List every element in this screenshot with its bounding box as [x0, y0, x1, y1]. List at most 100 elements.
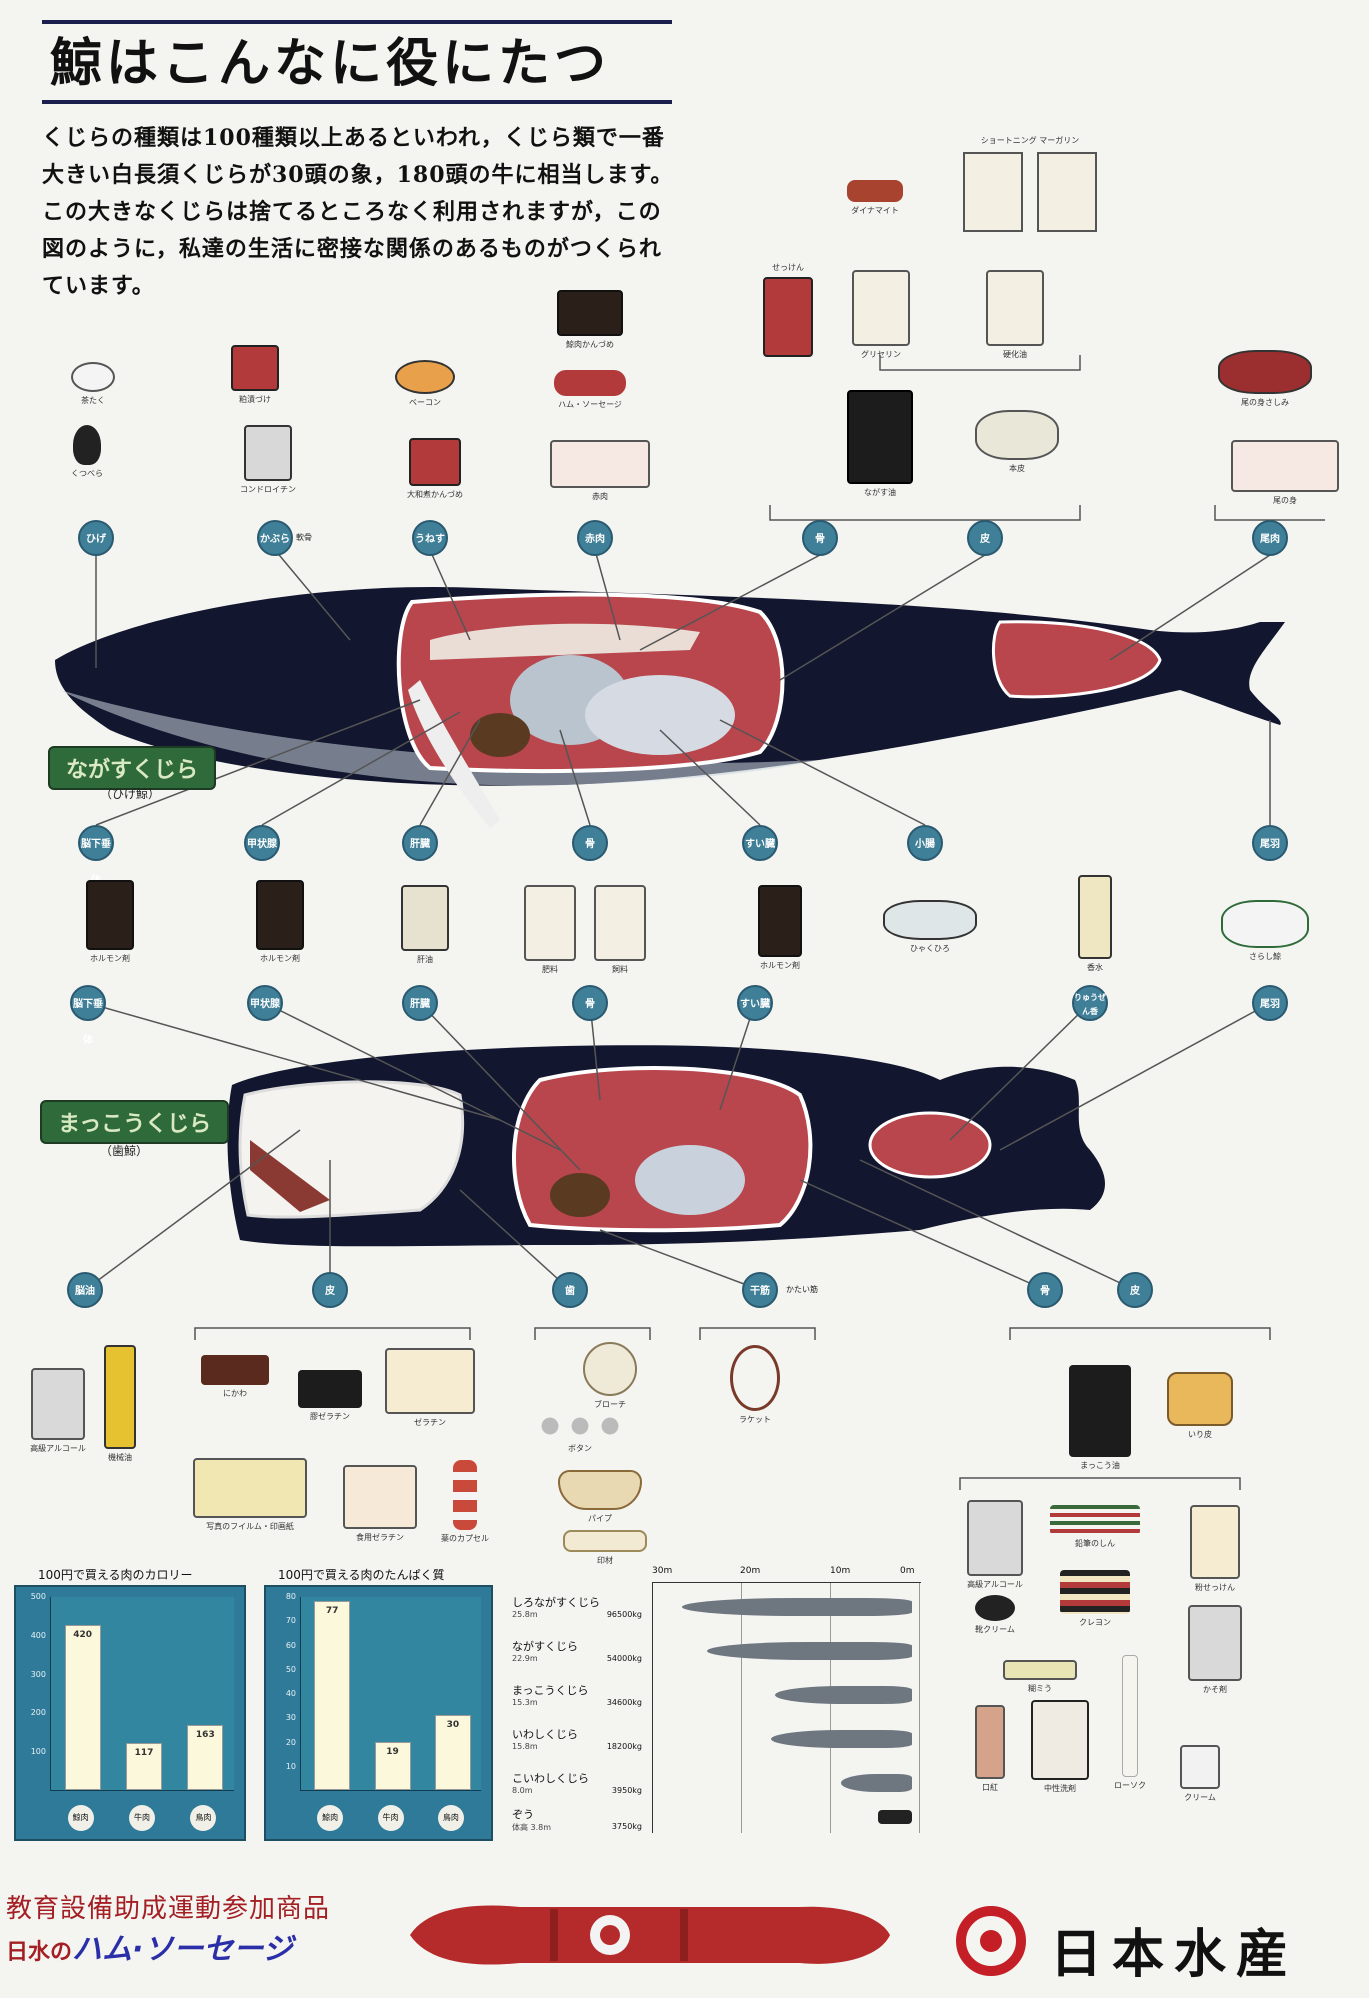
item-tail-sashimi: 尾の身さしみ	[1210, 350, 1320, 408]
category-label: 牛肉	[377, 1805, 404, 1831]
node-fin-pancreas[interactable]: すい臓	[742, 825, 778, 861]
saucer-icon	[71, 362, 115, 392]
intro-paragraph: くじらの種類は100種類以上あるといわれ，くじら類で一番大きい白長須くじらが30…	[42, 125, 674, 299]
item-chondroitin: コンドロイチン	[228, 425, 308, 495]
oil-drum-icon	[847, 390, 913, 484]
node-fin-bone-2[interactable]: 骨	[572, 825, 608, 861]
bar-鯨肉: 77	[314, 1601, 351, 1790]
fin-kabura-note: 軟骨	[296, 533, 312, 542]
node-sperm-pituitary[interactable]: 脳下垂体	[70, 985, 106, 1046]
node-sperm-skin-2[interactable]: 皮	[1117, 1272, 1153, 1308]
size-axis-tick: 30m	[652, 1566, 673, 1576]
plate-icon	[975, 410, 1059, 460]
node-fin-skin[interactable]: 皮	[967, 520, 1003, 556]
item-food-gelatin: 食用ゼラチン	[335, 1465, 425, 1543]
node-fin-bone[interactable]: 骨	[802, 520, 838, 556]
node-fin-pituitary[interactable]: 脳下垂体	[78, 825, 114, 886]
y-tick-label: 80	[285, 1592, 296, 1601]
film-box-icon	[193, 1458, 307, 1518]
chart-calorie-plot: 420 117 163	[50, 1597, 234, 1791]
item-candle: ローソク	[1100, 1655, 1160, 1791]
jar-icon	[244, 425, 292, 481]
node-fin-thyroid[interactable]: 甲状腺	[244, 825, 280, 861]
node-sperm-thyroid[interactable]: 甲状腺	[247, 985, 283, 1021]
item-capsules: 薬のカプセル	[430, 1460, 500, 1544]
y-tick-label: 400	[30, 1630, 46, 1640]
sperm-whale-drawing	[227, 1045, 1105, 1247]
y-tick-label: 40	[285, 1689, 296, 1698]
whale-silhouette	[770, 1730, 912, 1748]
node-sperm-pancreas[interactable]: すい臓	[737, 985, 773, 1021]
node-sperm-tail-fin[interactable]: 尾羽	[1252, 985, 1288, 1021]
item-shortening: ショートニング マーガリン	[960, 135, 1100, 232]
item-crayon: クレヨン	[1050, 1570, 1140, 1628]
whale-silhouette	[681, 1598, 912, 1616]
item-yamato-ni: 大和煮かんづめ	[390, 438, 480, 500]
footer-campaign: 教育設備助成運動参加商品	[6, 1894, 331, 1924]
item-liver-oil: 肝油	[375, 885, 475, 965]
node-fin-unesu[interactable]: うねす	[412, 520, 448, 556]
item-hormone-2: ホルモン剤	[230, 880, 330, 964]
size-axis-tick: 0m	[900, 1566, 915, 1576]
plate-icon	[883, 900, 977, 940]
node-fin-baleen[interactable]: ひげ	[78, 520, 114, 556]
node-fin-tail-meat[interactable]: 尾肉	[1252, 520, 1288, 556]
plate-icon	[1218, 350, 1312, 394]
whale-silhouette	[840, 1774, 912, 1792]
item-hormone-3: ホルモン剤	[730, 885, 830, 971]
node-sperm-ambergris[interactable]: りゅうぜん香	[1072, 985, 1108, 1021]
node-sperm-dried-tendon[interactable]: 干筋	[742, 1272, 778, 1308]
node-fin-tail-fin[interactable]: 尾羽	[1252, 825, 1288, 861]
size-grid	[652, 1582, 921, 1833]
category-label: 鳥肉	[190, 1805, 217, 1831]
item-nagasu-oil: ながす油	[840, 390, 920, 498]
item-glycerin: グリセリン	[846, 270, 916, 360]
bottle-icon	[758, 885, 802, 957]
item-racket: ラケット	[700, 1345, 810, 1425]
fried-skin-icon	[1167, 1372, 1233, 1426]
title-bottom-rule	[42, 100, 672, 104]
node-sperm-liver[interactable]: 肝臓	[402, 985, 438, 1021]
bar-牛肉: 117	[126, 1742, 162, 1790]
y-tick-label: 300	[30, 1669, 46, 1679]
node-sperm-bone[interactable]: 骨	[572, 985, 608, 1021]
box-icon	[1231, 440, 1339, 492]
size-axis-tick: 10m	[830, 1566, 851, 1576]
pipe-icon	[558, 1470, 642, 1510]
shoehorn-icon	[73, 425, 101, 465]
footer-product-name: ハム·ソーセージ	[72, 1932, 293, 1967]
item-red-meat: 赤肉	[545, 440, 655, 502]
node-sperm-teeth[interactable]: 歯	[552, 1272, 588, 1308]
lipstick-icon	[975, 1705, 1005, 1779]
footer-product: 日水のハム·ソーセージ	[6, 1924, 293, 1968]
title-top-rule	[42, 20, 672, 24]
category-label: 牛肉	[129, 1805, 155, 1831]
bar-value-label: 163	[195, 1729, 215, 1740]
sperm-whale-sublabel: （歯鯨）	[100, 1144, 149, 1158]
y-tick-label: 10	[285, 1761, 296, 1771]
node-fin-red-meat[interactable]: 赤肉	[577, 520, 613, 556]
y-tick-label: 500	[30, 1592, 46, 1601]
tube-icon	[1003, 1660, 1077, 1680]
node-fin-liver[interactable]: 肝臓	[402, 825, 438, 861]
bag-icon	[524, 885, 576, 961]
bar-value-label: 19	[386, 1746, 399, 1757]
item-kasuzuke: 粕漬づけ	[220, 345, 290, 405]
button-icon	[535, 1412, 625, 1440]
node-sperm-bone-2[interactable]: 骨	[1027, 1272, 1063, 1308]
node-sperm-head-oil[interactable]: 脳油	[67, 1272, 103, 1308]
bar-鯨肉: 420	[64, 1625, 101, 1790]
item-machine-oil: 機械油	[90, 1345, 150, 1463]
node-fin-kabura[interactable]: かぶら	[257, 520, 293, 556]
chart-protein-title: 100円で買える肉のたんぱく質	[278, 1568, 445, 1582]
item-feed: 飼料	[590, 885, 650, 975]
crayon-icon	[1060, 1570, 1130, 1614]
node-sperm-skin-1[interactable]: 皮	[312, 1272, 348, 1308]
y-tick-label: 20	[285, 1737, 296, 1747]
node-fin-small-intestine[interactable]: 小腸	[907, 825, 943, 861]
item-brooch: ブローチ	[555, 1342, 665, 1410]
